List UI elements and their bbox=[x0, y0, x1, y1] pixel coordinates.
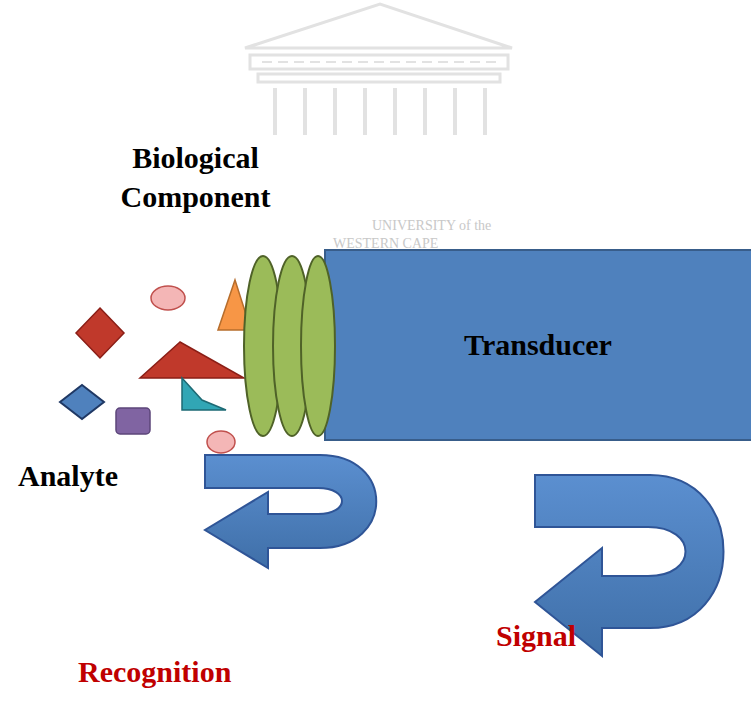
transducer-body bbox=[325, 250, 751, 440]
biological-layers bbox=[244, 256, 335, 436]
process-label: Signal bbox=[496, 616, 576, 655]
watermark-text: UNIVERSITY of the bbox=[372, 218, 491, 233]
transducer-box: Transducer bbox=[325, 250, 751, 440]
recognition-arrow bbox=[205, 455, 376, 568]
component-label: Biological Component bbox=[88, 138, 303, 216]
node-text: Transducer bbox=[464, 328, 612, 362]
logo-watermark bbox=[245, 4, 512, 135]
process-label: Recognition bbox=[78, 652, 231, 691]
watermark-text: WESTERN CAPE bbox=[333, 236, 438, 251]
analyte-shapes bbox=[60, 280, 251, 453]
analyte-label: Analyte bbox=[18, 456, 118, 495]
